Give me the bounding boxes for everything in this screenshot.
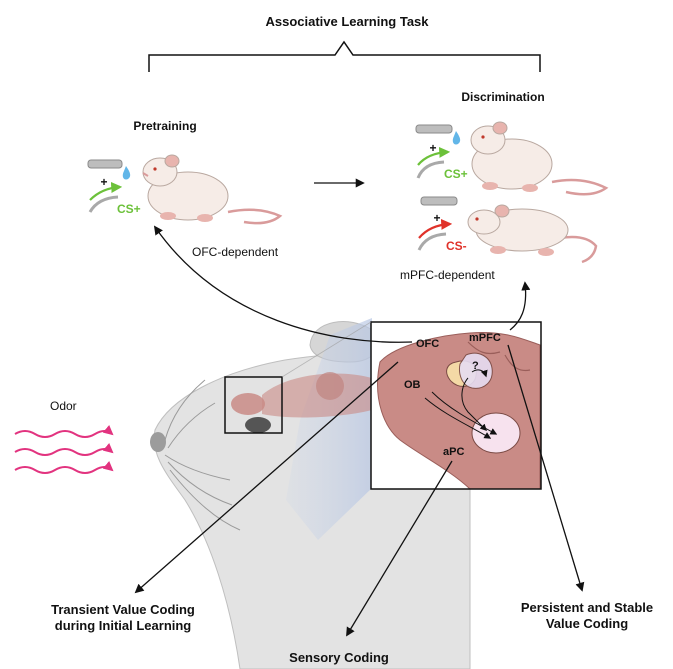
ofc-label: OFC xyxy=(416,338,439,350)
persistent-coding-line2: Value Coding xyxy=(546,616,628,631)
cs-plus-cue-icon xyxy=(88,181,123,213)
brain-inset-frame xyxy=(370,321,542,490)
figure-title: Associative Learning Task xyxy=(265,14,429,29)
ob-label: OB xyxy=(404,379,421,391)
water-spout-icon xyxy=(415,124,461,145)
mouse-icon xyxy=(470,121,609,196)
discrimination-label: Discrimination xyxy=(461,90,544,104)
water-spout-icon xyxy=(87,159,131,180)
water-spout-icon xyxy=(420,196,458,206)
arrow-apc-to-sensory xyxy=(346,460,453,637)
mpfc-label: mPFC xyxy=(469,332,501,344)
apc-label: aPC xyxy=(443,446,464,458)
question-mark: ? xyxy=(472,360,479,372)
zoom-line-top xyxy=(281,321,372,378)
plus-sign: + xyxy=(100,175,107,189)
odor-label: Odor xyxy=(50,399,77,413)
odor-waves-icon xyxy=(14,424,114,474)
cs-plus-label: CS+ xyxy=(444,167,468,181)
arrow-ofc-to-pretraining xyxy=(153,225,413,343)
discrimination-cs-minus-group: + CS- xyxy=(417,196,598,264)
arrow-mpfc-to-discrimination xyxy=(509,281,531,331)
persistent-coding-line1: Persistent and Stable xyxy=(521,600,653,615)
mpfc-dependent-label: mPFC-dependent xyxy=(400,268,495,282)
mouse-icon xyxy=(467,204,598,264)
mini-brain-icon xyxy=(231,372,372,418)
plus-sign: + xyxy=(429,141,436,155)
mouse-icon xyxy=(142,154,283,225)
cs-minus-label: CS- xyxy=(446,239,467,253)
cs-plus-cue-icon xyxy=(416,146,451,179)
cs-minus-cue-icon xyxy=(417,218,453,251)
ofc-dependent-label: OFC-dependent xyxy=(192,245,279,259)
title-bracket xyxy=(148,40,541,72)
transient-coding-line2: during Initial Learning xyxy=(55,618,192,633)
plus-sign: + xyxy=(433,211,440,225)
discrimination-cs-plus-group: + CS+ xyxy=(415,121,609,196)
pretraining-group: + CS+ xyxy=(87,154,283,225)
arrow-mpfc-to-persistent xyxy=(507,344,585,592)
cs-plus-label: CS+ xyxy=(117,202,141,216)
brain-inset xyxy=(371,322,541,490)
transient-coding-line1: Transient Value Coding xyxy=(51,602,195,617)
arrow-ofc-to-transient xyxy=(134,361,399,594)
inset-box xyxy=(224,376,283,434)
pretraining-label: Pretraining xyxy=(133,119,196,133)
sensory-coding-label: Sensory Coding xyxy=(289,650,389,665)
